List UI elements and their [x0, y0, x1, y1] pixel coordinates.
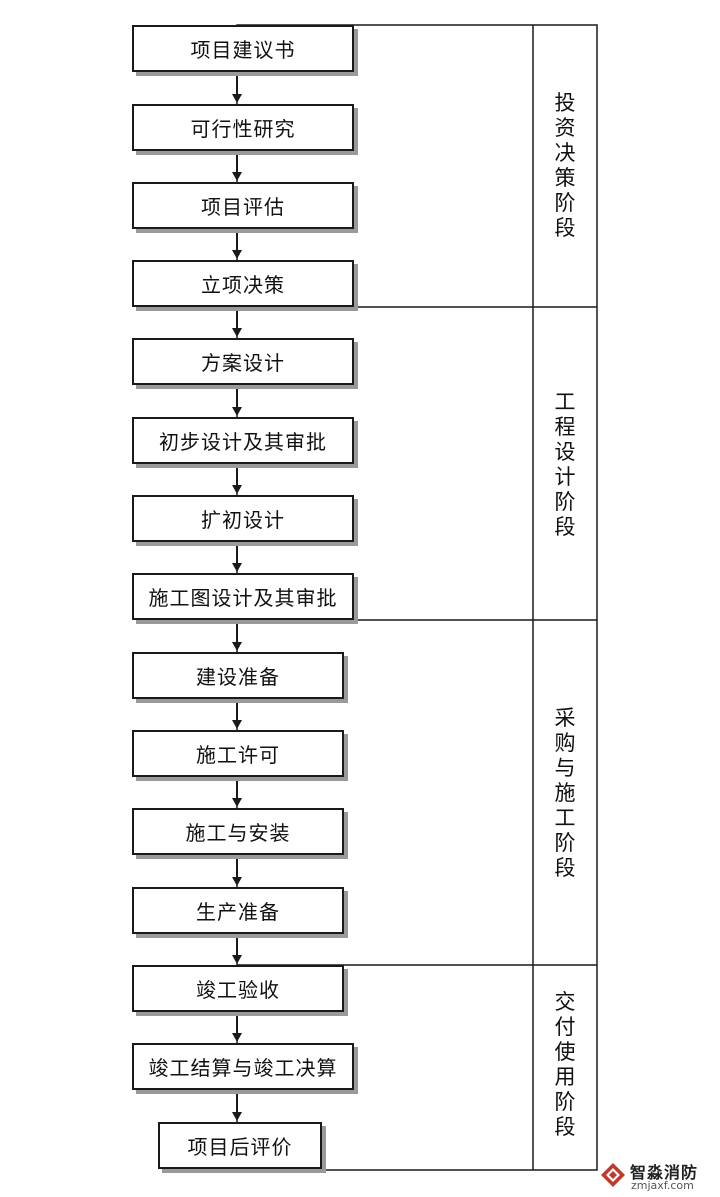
flow-arrow-head — [232, 172, 242, 181]
step-box-project-evaluation: 项目评估 — [132, 182, 354, 229]
step-label: 项目评估 — [201, 195, 285, 219]
step-label: 施工与安装 — [185, 821, 291, 845]
step-label: 施工许可 — [196, 743, 280, 767]
flow-arrow-head — [232, 1033, 242, 1042]
stage-label-engineering-design: 工程设计阶段 — [554, 390, 576, 539]
flow-arrow-head — [232, 250, 242, 259]
flow-arrow-head — [232, 94, 242, 103]
step-label: 项目后评价 — [187, 1135, 293, 1159]
step-label: 施工图设计及其审批 — [148, 586, 338, 610]
step-box-scheme-design: 方案设计 — [132, 338, 354, 385]
flow-arrow-head — [232, 407, 242, 416]
step-box-production-preparation: 生产准备 — [132, 887, 344, 934]
step-box-preliminary-design: 初步设计及其审批 — [132, 417, 354, 464]
step-box-completion-acceptance: 竣工验收 — [132, 965, 344, 1012]
flow-arrow-head — [232, 798, 242, 807]
watermark-url: zmjaxf.com — [631, 1179, 694, 1192]
step-box-extended-design: 扩初设计 — [132, 495, 354, 542]
step-label: 竣工结算与竣工决算 — [148, 1056, 338, 1080]
flow-arrow-head — [232, 720, 242, 729]
flow-arrow-head — [232, 642, 242, 651]
step-box-construction-permit: 施工许可 — [132, 730, 344, 777]
step-label: 竣工验收 — [196, 978, 280, 1002]
step-label: 方案设计 — [201, 351, 285, 375]
step-label: 可行性研究 — [190, 117, 296, 141]
flow-arrow-head — [232, 955, 242, 964]
flow-arrow-head — [232, 328, 242, 337]
step-label: 立项决策 — [201, 273, 285, 297]
step-label: 项目建议书 — [190, 38, 296, 62]
step-box-post-evaluation: 项目后评价 — [158, 1122, 322, 1169]
flow-arrow-head — [232, 485, 242, 494]
watermark: 智淼消防 zmjaxf.com — [600, 1158, 715, 1194]
step-box-construction-preparation: 建设准备 — [132, 652, 344, 699]
stage-label-delivery-use: 交付使用阶段 — [554, 990, 576, 1139]
stage-label-procurement-construction: 采购与施工阶段 — [554, 706, 576, 880]
watermark-logo-icon — [601, 1163, 625, 1187]
step-label: 建设准备 — [196, 665, 280, 689]
step-box-feasibility-study: 可行性研究 — [132, 104, 354, 151]
step-box-construction-installation: 施工与安装 — [132, 808, 344, 855]
step-label: 扩初设计 — [201, 508, 285, 532]
flow-arrow-head — [232, 1112, 242, 1121]
watermark-title: 智淼消防 — [630, 1163, 699, 1182]
flow-arrow-head — [232, 877, 242, 886]
step-box-final-accounts: 竣工结算与竣工决算 — [132, 1043, 354, 1090]
step-label: 生产准备 — [196, 900, 280, 924]
stage-label-investment-decision: 投资决策阶段 — [554, 91, 576, 240]
flow-arrow-head — [232, 563, 242, 572]
step-box-project-decision: 立项决策 — [132, 260, 354, 307]
step-label: 初步设计及其审批 — [159, 430, 327, 454]
step-box-construction-drawing: 施工图设计及其审批 — [132, 573, 354, 620]
step-box-project-proposal: 项目建议书 — [132, 25, 354, 72]
